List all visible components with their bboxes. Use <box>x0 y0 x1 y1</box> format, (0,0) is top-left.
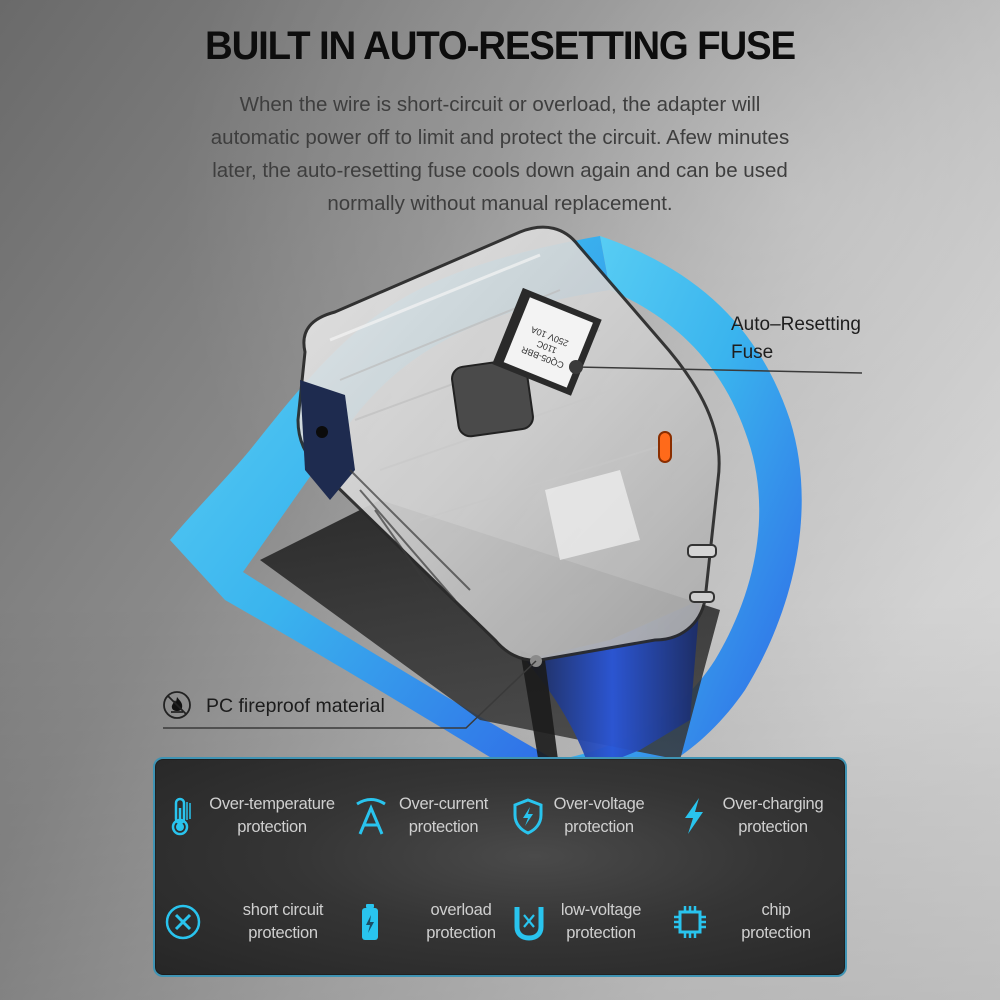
description-line: later, the auto-resetting fuse cools dow… <box>212 159 788 182</box>
chip-icon <box>670 902 710 942</box>
feature-over-voltage: Over-voltage protection <box>511 793 653 839</box>
feature-short-circuit: short circuit protection <box>163 899 353 945</box>
thermometer-icon <box>165 796 197 836</box>
usb-c-port-icon <box>658 431 672 463</box>
adapter-body: CQ05-BBR 110C 250V 10A <box>296 225 721 667</box>
feature-label-line2: protection <box>741 924 811 942</box>
feature-overload: overload protection <box>350 899 520 945</box>
no-fire-icon <box>162 690 192 720</box>
material-callout-line <box>163 660 537 729</box>
feature-label-line1: Over-temperature <box>209 795 335 813</box>
adapter-side <box>525 600 700 770</box>
feature-label-line1: chip <box>761 901 791 919</box>
feature-label-line1: Over-charging <box>722 795 824 813</box>
feature-label-line2: protection <box>738 818 808 836</box>
circle-x-icon <box>163 902 203 942</box>
fuse-callout-line <box>575 366 863 374</box>
description: When the wire is short-circuit or overlo… <box>170 88 830 220</box>
feature-label-line1: low-voltage <box>560 901 642 919</box>
feature-chip: chip protection <box>670 899 836 945</box>
fuse-callout-label: Auto–Resetting Fuse <box>731 311 861 367</box>
shield-bolt-icon <box>511 796 545 836</box>
feature-over-current: Over-current protection <box>351 793 496 839</box>
lightning-icon <box>674 796 714 836</box>
page-title: BUILT IN AUTO-RESETTING FUSE <box>205 24 796 68</box>
magnet-x-icon <box>511 902 547 942</box>
feature-label-line2: protection <box>248 924 318 942</box>
feature-low-voltage: low-voltage protection <box>511 899 655 945</box>
description-line: normally without manual replacement. <box>327 192 673 215</box>
feature-label-line1: Over-voltage <box>553 795 645 813</box>
feature-label-line2: protection <box>408 818 479 836</box>
feature-label-line1: Over-current <box>398 795 488 813</box>
feature-label-line2: protection <box>566 924 636 942</box>
feature-over-temperature: Over-temperature protection <box>165 793 347 839</box>
feature-label-line2: protection <box>564 818 634 836</box>
feature-over-charging: Over-charging protection <box>674 793 832 839</box>
feature-label-line1: short circuit <box>242 901 324 919</box>
description-line: When the wire is short-circuit or overlo… <box>239 93 761 116</box>
material-callout-label: PC fireproof material <box>206 695 385 717</box>
fuse-callout-line2: Fuse <box>731 342 774 363</box>
description-line: automatic power off to limit and protect… <box>210 126 790 149</box>
battery-bolt-icon <box>350 902 390 942</box>
fuse-callout-line1: Auto–Resetting <box>731 314 861 335</box>
feature-label-line2: protection <box>426 924 496 942</box>
protection-features-panel: Over-temperature protection Over-current… <box>153 757 847 977</box>
ampere-icon <box>351 796 391 836</box>
feature-label-line1: overload <box>430 901 492 919</box>
feature-label-line2: protection <box>237 818 307 836</box>
